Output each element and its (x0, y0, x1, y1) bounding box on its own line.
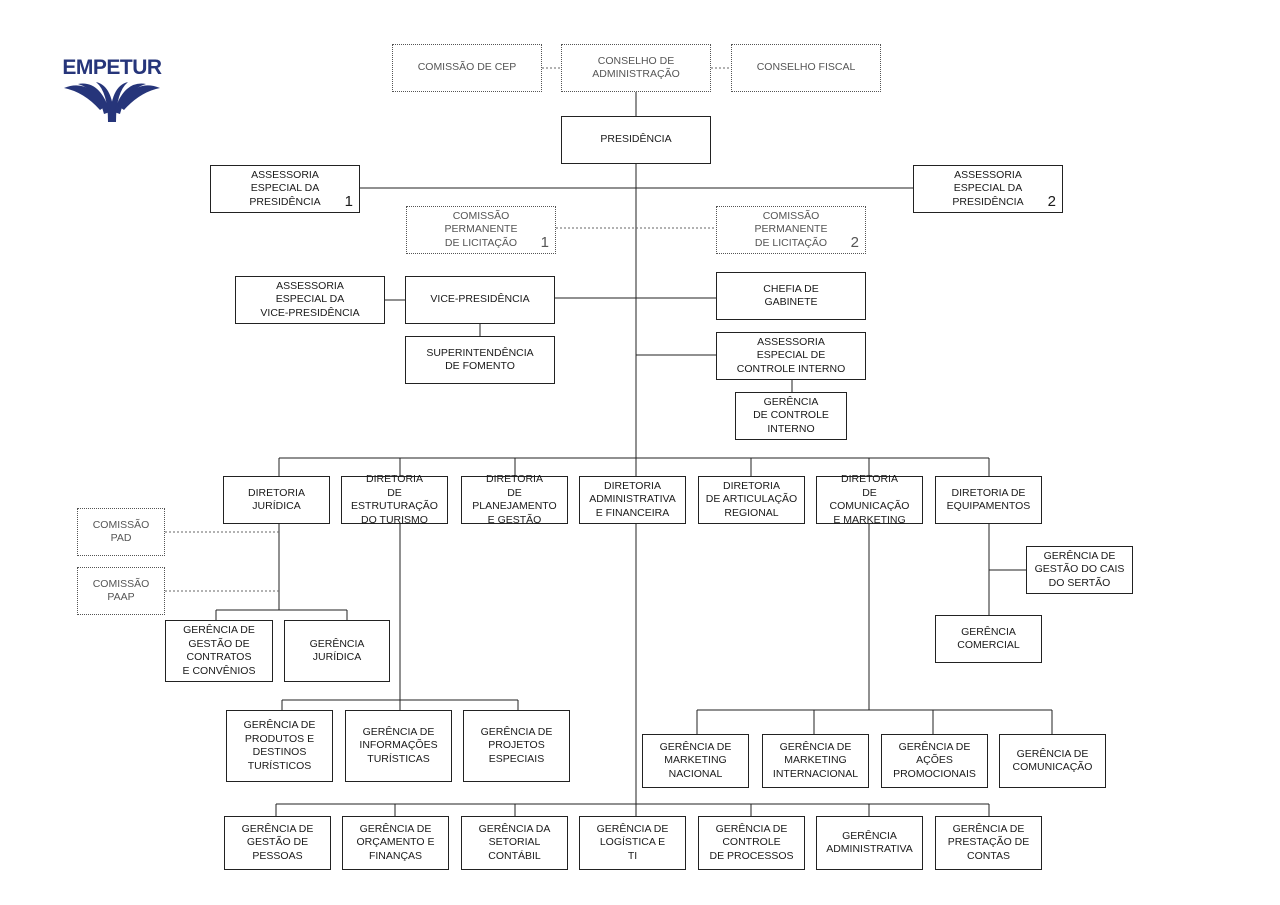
org-box-label: GERÊNCIA COMERCIAL (957, 625, 1020, 652)
org-box-label: GERÊNCIA DE GESTÃO DE PESSOAS (241, 822, 314, 862)
org-box-dir-adm: DIRETORIA ADMINISTRATIVA E FINANCEIRA (579, 476, 686, 524)
org-box-label: GERÊNCIA DE PRESTAÇÃO DE CONTAS (947, 822, 1030, 862)
org-box-conselho-adm: CONSELHO DE ADMINISTRAÇÃO (561, 44, 711, 92)
org-box-ger-controle: GERÊNCIA DE CONTROLE INTERNO (735, 392, 847, 440)
org-box-label: GERÊNCIA DE GESTÃO DO CAIS DO SERTÃO (1034, 549, 1125, 589)
org-box-dir-artic: DIRETORIA DE ARTICULAÇÃO REGIONAL (698, 476, 805, 524)
org-box-label: GERÊNCIA DE ORÇAMENTO E FINANÇAS (356, 822, 435, 862)
org-box-ger-administrativa: GERÊNCIA ADMINISTRATIVA (816, 816, 923, 870)
org-box-com-pad: COMISSÃO PAD (77, 508, 165, 556)
org-box-vice: VICE-PRESIDÊNCIA (405, 276, 555, 324)
org-box-dir-equip: DIRETORIA DE EQUIPAMENTOS (935, 476, 1042, 524)
org-box-label: COMISSÃO PAD (92, 518, 150, 545)
org-box-cep: COMISSÃO DE CEP (392, 44, 542, 92)
org-box-assess-pres-2: ASSESSORIA ESPECIAL DA PRESIDÊNCIA 2 (913, 165, 1063, 213)
org-box-number: 1 (540, 234, 549, 251)
org-box-label: GERÊNCIA DE LOGÍSTICA E TI (596, 822, 669, 862)
org-box-ger-acoes: GERÊNCIA DE AÇÕES PROMOCIONAIS (881, 734, 988, 788)
org-box-label: COMISSÃO DE CEP (417, 61, 517, 74)
org-box-assess-controle: ASSESSORIA ESPECIAL DE CONTROLE INTERNO (716, 332, 866, 380)
org-box-cpl-2: COMISSÃO PERMANENTE DE LICITAÇÃO 2 (716, 206, 866, 254)
org-box-chefia: CHEFIA DE GABINETE (716, 272, 866, 320)
org-box-number: 2 (1047, 193, 1056, 210)
org-box-ger-projetos: GERÊNCIA DE PROJETOS ESPECIAIS (463, 710, 570, 782)
org-box-ger-processos: GERÊNCIA DE CONTROLE DE PROCESSOS (698, 816, 805, 870)
org-box-label: CONSELHO FISCAL (756, 61, 856, 74)
org-box-label: COMISSÃO PAAP (92, 577, 150, 604)
org-box-label: ASSESSORIA ESPECIAL DA PRESIDÊNCIA (952, 168, 1024, 208)
org-box-label: GERÊNCIA DE PRODUTOS E DESTINOS TURÍSTIC… (243, 719, 316, 772)
org-box-label: DIRETORIA ADMINISTRATIVA E FINANCEIRA (589, 479, 676, 519)
org-box-ger-cais: GERÊNCIA DE GESTÃO DO CAIS DO SERTÃO (1026, 546, 1133, 594)
org-box-ger-pessoas: GERÊNCIA DE GESTÃO DE PESSOAS (224, 816, 331, 870)
org-box-label: GERÊNCIA ADMINISTRATIVA (826, 829, 913, 856)
org-box-label: ASSESSORIA ESPECIAL DE CONTROLE INTERNO (736, 335, 846, 375)
org-box-label: COMISSÃO PERMANENTE DE LICITAÇÃO (754, 209, 828, 249)
org-box-label: SUPERINTENDÊNCIA DE FOMENTO (426, 346, 534, 373)
org-box-dir-comun: DIRETORIA DE COMUNICAÇÃO E MARKETING (816, 473, 923, 526)
logo-fan-icon (64, 82, 160, 122)
org-box-label: DIRETORIA DE ARTICULAÇÃO REGIONAL (705, 479, 798, 519)
org-box-ger-setorial: GERÊNCIA DA SETORIAL CONTÁBIL (461, 816, 568, 870)
org-box-com-paap: COMISSÃO PAAP (77, 567, 165, 615)
org-box-label: GERÊNCIA DE MARKETING INTERNACIONAL (772, 740, 859, 780)
empetur-logo: EMPETUR (58, 56, 166, 130)
org-box-ger-logistica: GERÊNCIA DE LOGÍSTICA E TI (579, 816, 686, 870)
org-box-ger-mkt-nac: GERÊNCIA DE MARKETING NACIONAL (642, 734, 749, 788)
org-box-ger-comunicacao: GERÊNCIA DE COMUNICAÇÃO (999, 734, 1106, 788)
org-box-label: DIRETORIA JURÍDICA (248, 486, 305, 513)
org-box-label: GERÊNCIA DE COMUNICAÇÃO (1012, 747, 1093, 774)
org-box-label: GERÊNCIA DE MARKETING NACIONAL (659, 740, 732, 780)
org-box-ger-orcamento: GERÊNCIA DE ORÇAMENTO E FINANÇAS (342, 816, 449, 870)
org-box-label: ASSESSORIA ESPECIAL DA PRESIDÊNCIA (249, 168, 321, 208)
org-box-ger-info: GERÊNCIA DE INFORMAÇÕES TURÍSTICAS (345, 710, 452, 782)
org-box-cpl-1: COMISSÃO PERMANENTE DE LICITAÇÃO 1 (406, 206, 556, 254)
org-box-label: DIRETORIA DE EQUIPAMENTOS (946, 486, 1031, 513)
org-box-label: GERÊNCIA DE CONTROLE INTERNO (753, 395, 829, 435)
org-box-number: 2 (850, 234, 859, 251)
org-box-dir-estrut: DIRETORIA DE ESTRUTURAÇÃO DO TURISMO (341, 473, 448, 526)
org-box-dir-planej: DIRETORIA DE PLANEJAMENTO E GESTÃO (461, 473, 568, 526)
org-box-ger-mkt-int: GERÊNCIA DE MARKETING INTERNACIONAL (762, 734, 869, 788)
org-box-label: CONSELHO DE ADMINISTRAÇÃO (592, 54, 680, 81)
org-box-label: CHEFIA DE GABINETE (763, 282, 819, 309)
org-box-label: COMISSÃO PERMANENTE DE LICITAÇÃO (444, 209, 518, 249)
org-box-presidencia: PRESIDÊNCIA (561, 116, 711, 164)
org-box-number: 1 (344, 193, 353, 210)
org-box-label: VICE-PRESIDÊNCIA (430, 293, 530, 306)
org-box-label: ASSESSORIA ESPECIAL DA VICE-PRESIDÊNCIA (260, 279, 360, 319)
org-box-label: GERÊNCIA DE PROJETOS ESPECIAIS (480, 725, 553, 765)
logo-text: EMPETUR (62, 56, 162, 79)
org-box-assess-pres-1: ASSESSORIA ESPECIAL DA PRESIDÊNCIA 1 (210, 165, 360, 213)
org-box-label: GERÊNCIA DE CONTROLE DE PROCESSOS (709, 822, 794, 862)
org-box-label: GERÊNCIA DE AÇÕES PROMOCIONAIS (893, 740, 976, 780)
org-box-ger-contratos: GERÊNCIA DE GESTÃO DE CONTRATOS E CONVÊN… (165, 620, 273, 682)
org-box-ger-prestacao: GERÊNCIA DE PRESTAÇÃO DE CONTAS (935, 816, 1042, 870)
org-box-label: PRESIDÊNCIA (600, 133, 672, 146)
org-box-ger-comercial: GERÊNCIA COMERCIAL (935, 615, 1042, 663)
org-box-label: DIRETORIA DE ESTRUTURAÇÃO DO TURISMO (351, 473, 438, 526)
org-box-label: GERÊNCIA DA SETORIAL CONTÁBIL (478, 822, 551, 862)
org-box-ger-juridica: GERÊNCIA JURÍDICA (284, 620, 390, 682)
org-box-label: GERÊNCIA DE GESTÃO DE CONTRATOS E CONVÊN… (182, 624, 256, 677)
org-box-sup-fomento: SUPERINTENDÊNCIA DE FOMENTO (405, 336, 555, 384)
org-box-conselho-fiscal: CONSELHO FISCAL (731, 44, 881, 92)
org-box-label: DIRETORIA DE COMUNICAÇÃO E MARKETING (829, 473, 910, 526)
org-box-label: GERÊNCIA DE INFORMAÇÕES TURÍSTICAS (359, 725, 438, 765)
org-box-assess-vice: ASSESSORIA ESPECIAL DA VICE-PRESIDÊNCIA (235, 276, 385, 324)
org-box-label: GERÊNCIA JURÍDICA (309, 637, 365, 664)
org-box-ger-produtos: GERÊNCIA DE PRODUTOS E DESTINOS TURÍSTIC… (226, 710, 333, 782)
org-box-label: DIRETORIA DE PLANEJAMENTO E GESTÃO (472, 473, 557, 526)
org-box-dir-juridica: DIRETORIA JURÍDICA (223, 476, 330, 524)
